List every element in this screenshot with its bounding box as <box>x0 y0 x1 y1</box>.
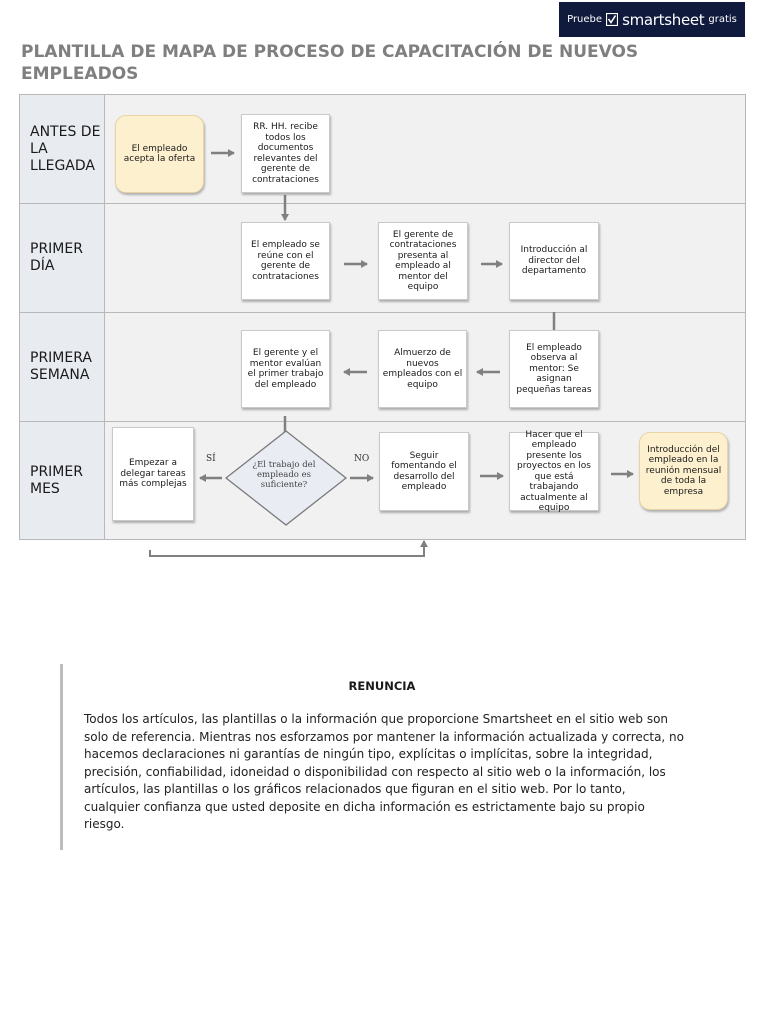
lane-label: ANTES DE LA LLEGADA <box>20 95 105 203</box>
lane-label: PRIMER MES <box>20 422 105 539</box>
banner-brand: smartsheet <box>622 10 705 29</box>
disclaimer-title: RENUNCIA <box>348 679 416 693</box>
branch-yes-label: SÍ <box>206 454 216 464</box>
node-keep-developing: Seguir fomentando el desarrollo del empl… <box>379 432 469 511</box>
page-title: PLANTILLA DE MAPA DE PROCESO DE CAPACITA… <box>21 42 639 84</box>
node-present-projects: Hacer que el empleado presente los proye… <box>509 430 599 513</box>
smartsheet-trial-banner[interactable]: Pruebe smartsheet gratis <box>559 2 745 37</box>
smartsheet-logo-icon <box>606 13 619 26</box>
loop-back-arrow <box>149 540 428 557</box>
node-accept-offer: El empleado acepta la oferta <box>115 115 204 193</box>
node-presents-mentor: El gerente de contrataciones presenta al… <box>378 222 468 300</box>
banner-prefix: Pruebe <box>567 14 603 25</box>
node-decision-text: ¿El trabajo del empleado es suficiente? <box>252 460 316 490</box>
disclaimer-bar <box>60 664 63 850</box>
disclaimer-body: Todos los artículos, las plantillas o la… <box>84 712 684 831</box>
node-hr-receives: RR. HH. recibe todos los documentos rele… <box>241 114 330 193</box>
node-evaluate: El gerente y el mentor evalúan el primer… <box>241 330 330 408</box>
node-intro-director: Introducción al director del departament… <box>509 222 599 300</box>
banner-suffix: gratis <box>708 14 737 25</box>
lane-label: PRIMER DÍA <box>20 204 105 312</box>
lane-label: PRIMERA SEMANA <box>20 313 105 421</box>
node-meets-manager: El empleado se reúne con el gerente de c… <box>241 222 330 300</box>
branch-no-label: NO <box>354 454 370 464</box>
node-monthly-meeting: Introducción del empleado en la reunión … <box>639 432 728 510</box>
node-delegate: Empezar a delegar tareas más complejas <box>112 427 194 521</box>
node-lunch: Almuerzo de nuevos empleados con el equi… <box>378 330 467 408</box>
decision-diamond <box>224 430 348 526</box>
node-observes-mentor: El empleado observa al mentor: Se asigna… <box>509 330 599 408</box>
